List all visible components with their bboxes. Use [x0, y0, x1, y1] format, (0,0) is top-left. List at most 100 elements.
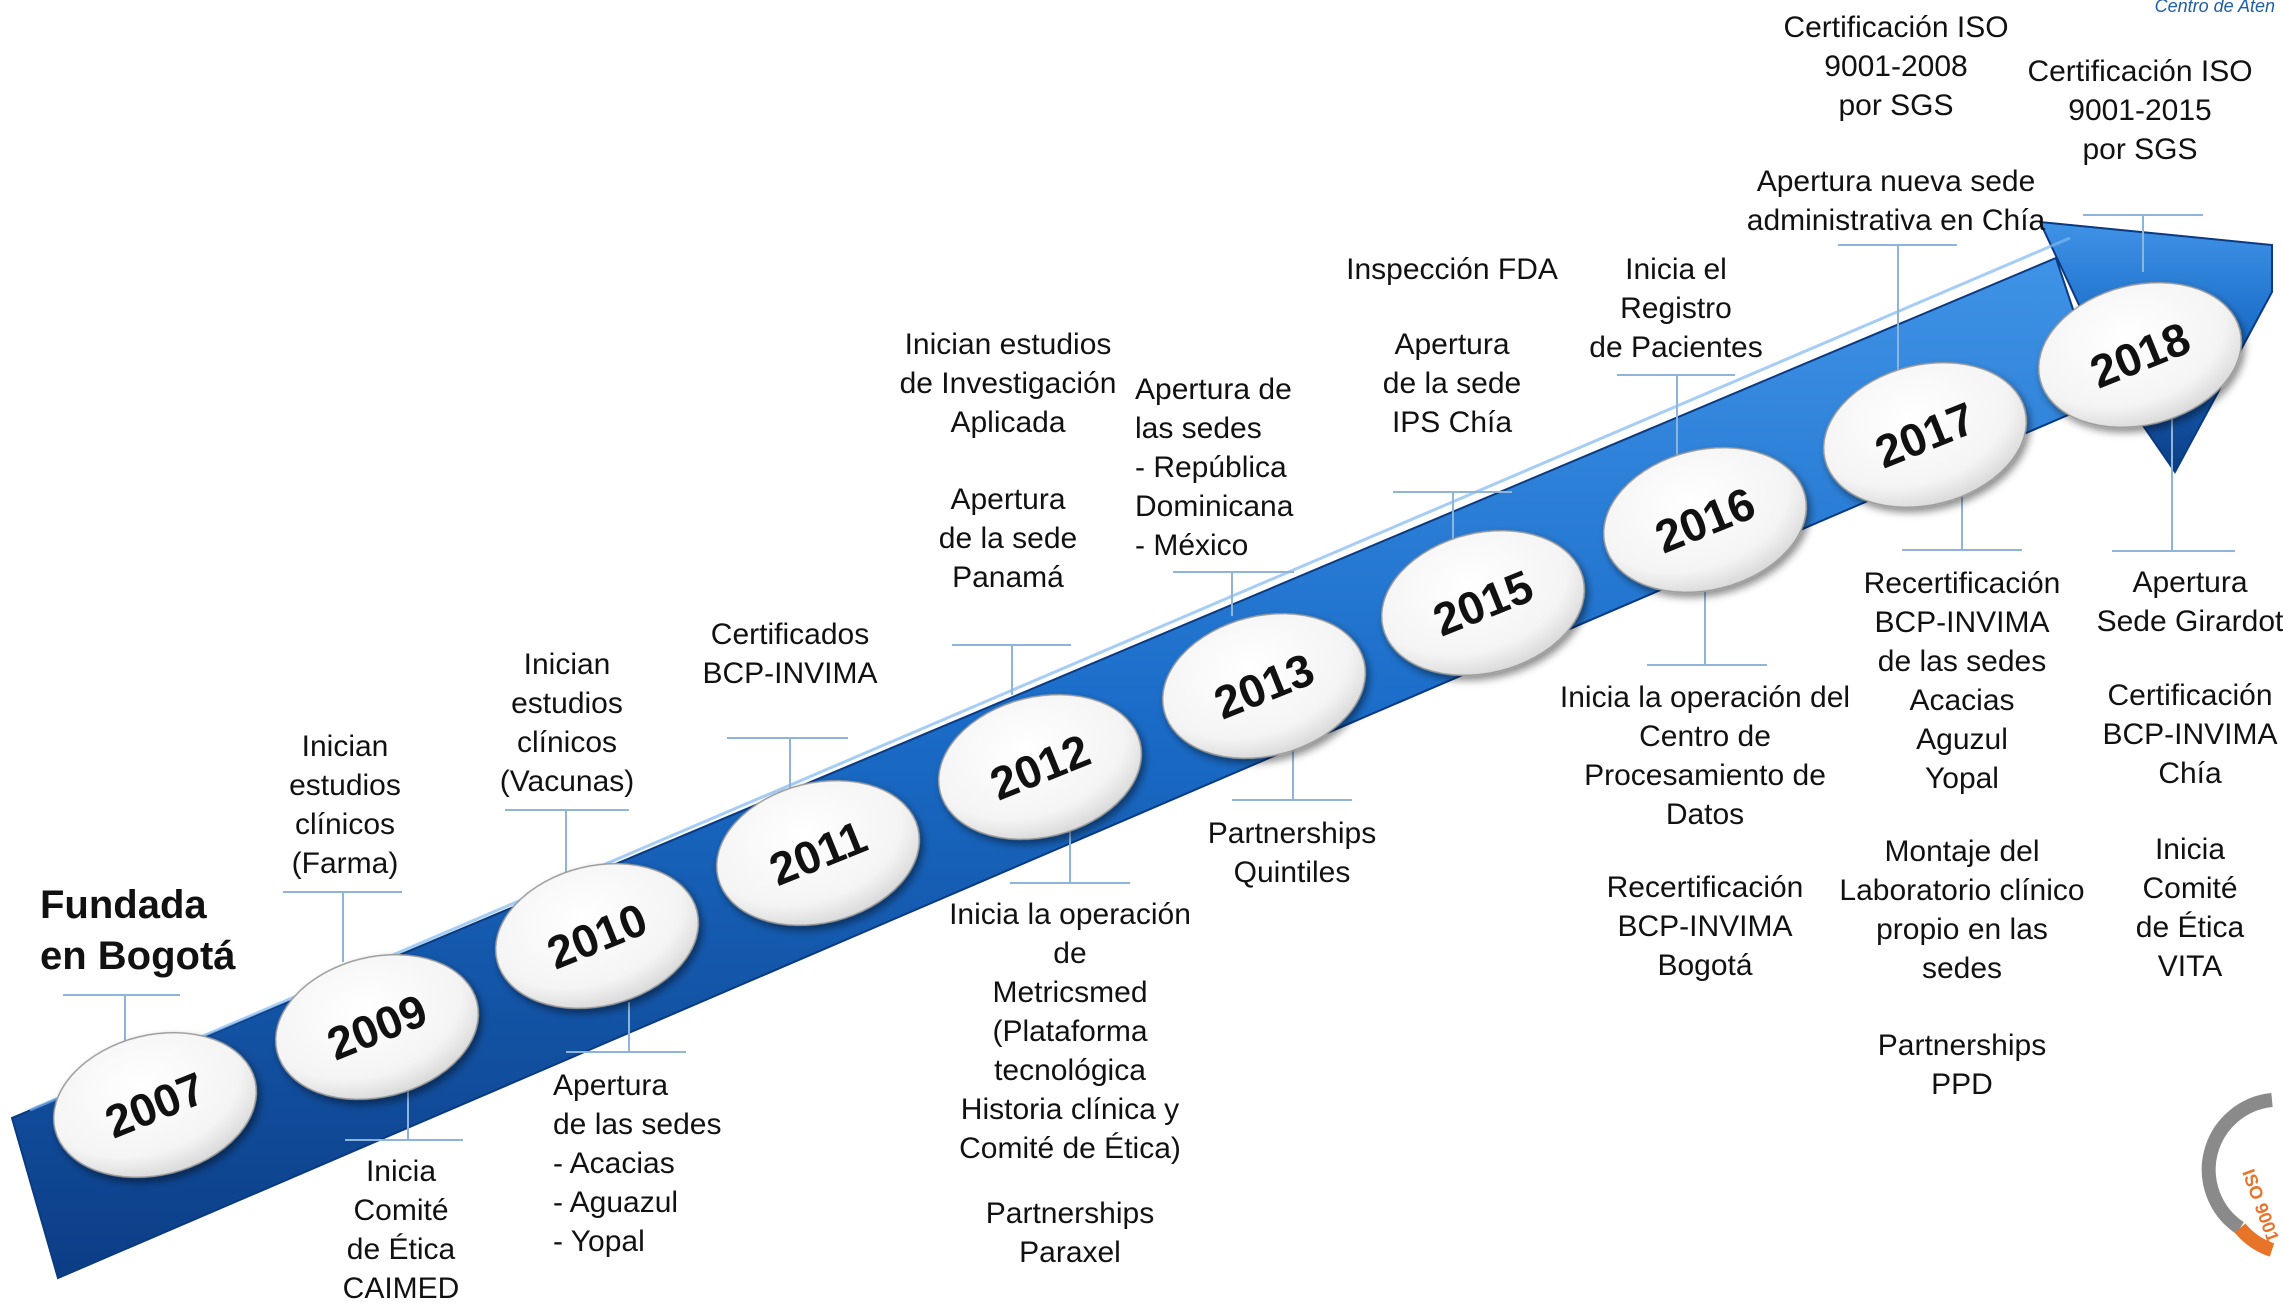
milestone-text-line: administrativa en Chía	[1746, 204, 2046, 237]
year-marker-2016: 2016	[1602, 446, 1808, 594]
milestone-text-line: Comité	[353, 1194, 449, 1227]
year-marker-2013: 2013	[1161, 612, 1367, 760]
milestone-text-line: Aguzul	[1916, 723, 2008, 756]
milestone-text-line: - Aguazul	[553, 1186, 679, 1219]
iso-seal: ISO 9001	[2201, 1093, 2283, 1257]
milestone-text-line: Panamá	[952, 561, 1064, 594]
milestone-text-line: BCP-INVIMA	[702, 657, 878, 690]
milestone-text-line: Sede Girardot	[2096, 605, 2283, 638]
milestone-text-line: estudios	[289, 769, 401, 802]
milestone-text-line: Recertificación	[1863, 567, 2061, 600]
year-marker-2011: 2011	[715, 779, 921, 927]
milestone-text-line: de Ética	[2135, 911, 2245, 944]
milestone-text-line: Recertificación	[1606, 871, 1804, 904]
year-ellipse	[937, 693, 1143, 841]
milestone-text-line: - República	[1135, 451, 1287, 484]
milestone-text-line: Inician	[523, 648, 611, 681]
milestone-text-line: BCP-INVIMA	[2102, 718, 2278, 751]
milestone-text-line: Chía	[2158, 757, 2222, 790]
milestone-text-line: Aplicada	[950, 406, 1066, 439]
milestone-text-line: Certificados	[710, 618, 870, 651]
milestone-text-line: Procesamiento de	[1584, 759, 1826, 792]
year-ellipse	[274, 953, 480, 1101]
milestone-2015-above-text: Inspección FDA	[1346, 250, 1558, 289]
milestone-text-line: Apertura	[553, 1069, 669, 1102]
milestone-2017-above-text: Apertura nueva sede administrativa en Chí…	[1747, 162, 2045, 240]
milestone-text-line: Inician estudios	[904, 328, 1112, 361]
milestone-text-line: de las sedes	[553, 1108, 722, 1141]
year-marker-2012: 2012	[937, 693, 1143, 841]
milestone-text-line: PPD	[1931, 1068, 1993, 1101]
year-ellipse	[2037, 281, 2243, 429]
milestone-text-line: Apertura nueva sede	[1756, 165, 2036, 198]
milestone-text-line: por SGS	[2082, 133, 2198, 166]
milestone-text-line: Partnerships	[985, 1197, 1155, 1230]
milestone-text-line: Inicia la operación del	[1559, 681, 1851, 714]
milestone-text-line: estudios	[511, 687, 623, 720]
milestone-text-line: Dominicana	[1135, 490, 1294, 523]
milestone-text-line: Datos	[1665, 798, 1745, 831]
milestone-text-line: - Acacias	[553, 1147, 675, 1180]
milestone-text-line: de las sedes	[1877, 645, 2047, 678]
year-marker-2017: 2017	[1822, 361, 2028, 509]
milestone-text-line: Fundada	[40, 883, 207, 927]
milestone-text-line: las sedes	[1135, 412, 1262, 445]
milestone-text-line: Apertura	[950, 483, 1066, 516]
year-ellipse	[1380, 529, 1586, 677]
milestone-text-line: Apertura de	[1135, 373, 1292, 406]
milestone-text-line: Inician	[301, 730, 389, 763]
milestone-text-line: de la sede	[1382, 367, 1522, 400]
milestone-text-line: sedes	[1921, 952, 2003, 985]
milestone-text-line: Metricsmed	[992, 976, 1148, 1009]
milestone-text-line: de la sede	[938, 522, 1078, 555]
year-marker-2010: 2010	[494, 862, 700, 1010]
milestone-text-line: Inicia	[365, 1155, 437, 1188]
connector-lines	[63, 214, 2235, 1141]
milestone-text-line: VITA	[2157, 950, 2223, 983]
milestone-text-line: Comité	[2142, 872, 2238, 905]
milestone-text-line: Paraxel	[1019, 1236, 1121, 1269]
milestone-text-line: (Plataforma	[992, 1015, 1148, 1048]
milestone-text-line: de Pacientes	[1589, 331, 1763, 364]
milestone-text-line: Laboratorio clínico	[1839, 874, 2085, 907]
milestone-text-line: IPS Chía	[1391, 406, 1513, 439]
milestone-text-line: BCP-INVIMA	[1617, 910, 1793, 943]
milestone-text-line: tecnológica	[994, 1054, 1146, 1087]
year-marker-2007: 2007	[52, 1031, 258, 1179]
year-marker-2015: 2015	[1380, 529, 1586, 677]
milestone-text-line: Quintiles	[1233, 856, 1351, 889]
milestone-text-line: Partnerships	[1207, 817, 1377, 850]
seal-ring-gray	[2201, 1093, 2273, 1234]
milestone-text-line: de Investigación	[899, 367, 1117, 400]
milestone-text-line: Apertura	[2132, 566, 2248, 599]
milestone-text-line: Apertura	[1394, 328, 1510, 361]
year-ellipse	[52, 1031, 258, 1179]
milestone-text-line: Comité de Ética)	[959, 1132, 1181, 1165]
year-marker-2018: 2018	[2037, 281, 2243, 429]
milestone-text-line: clínicos	[516, 726, 618, 759]
milestone-text-line: Certificación ISO	[1783, 11, 2009, 44]
milestone-text-line: BCP-INVIMA	[1874, 606, 2050, 639]
milestone-text-line: de	[1053, 937, 1087, 970]
milestone-text-line: Inicia la operación	[949, 898, 1191, 931]
seal-ring-orange	[2234, 1223, 2275, 1257]
milestone-text-line: Registro	[1620, 292, 1732, 325]
milestone-text-line: Inicia	[2154, 833, 2226, 866]
